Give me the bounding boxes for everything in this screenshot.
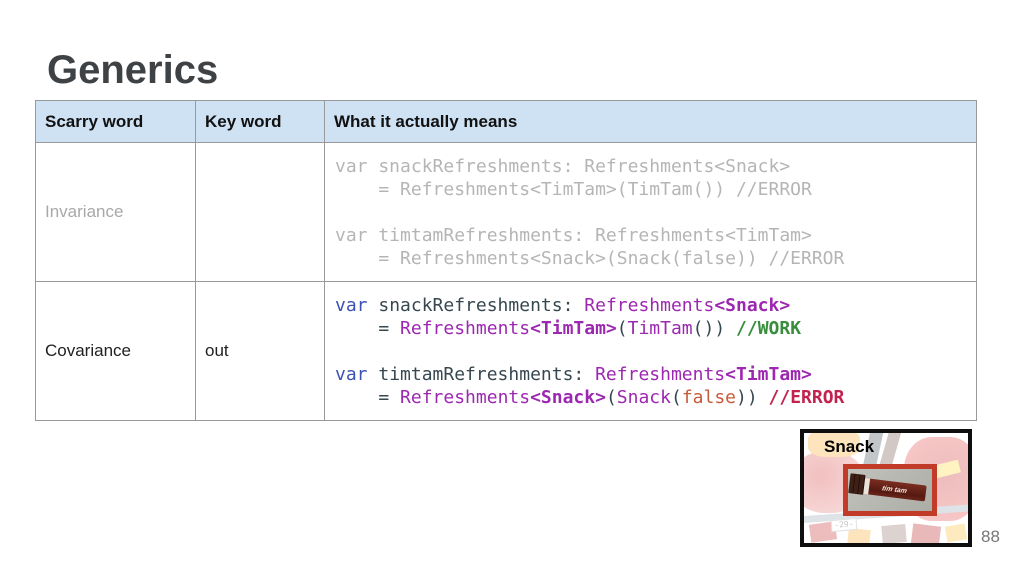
cell-keyword-covariance: out (196, 282, 325, 420)
header-cell-meaning: What it actually means (325, 101, 976, 143)
photo-blob (944, 523, 968, 543)
cell-keyword-invariance (196, 143, 325, 282)
snack-figure: -29- Snack tim tam (800, 429, 972, 547)
price-tag: -29- (830, 517, 858, 533)
photo-blob (881, 523, 907, 543)
generics-table: Scarry word Key word What it actually me… (35, 100, 977, 421)
header-cell-scarry-word: Scarry word (36, 101, 196, 143)
package-text: tim tam (880, 484, 908, 495)
page-title: Generics (47, 48, 219, 92)
photo-blob (910, 523, 942, 543)
timtam-highlight-box: tim tam (843, 464, 937, 516)
timtam-package: tim tam (848, 473, 927, 502)
photo-blob (808, 433, 860, 457)
code-block-invariance: var snackRefreshments: Refreshments<Snac… (325, 143, 976, 282)
cell-scarry-invariance: Invariance (36, 143, 196, 282)
photo-blob (847, 527, 871, 543)
snack-label: Snack (824, 437, 875, 456)
wrapper-twist (863, 478, 871, 495)
header-cell-key-word: Key word (196, 101, 325, 143)
cell-scarry-covariance: Covariance (36, 282, 196, 420)
code-block-covariance: var snackRefreshments: Refreshments<Snac… (335, 295, 845, 408)
page-number: 88 (981, 527, 1000, 546)
